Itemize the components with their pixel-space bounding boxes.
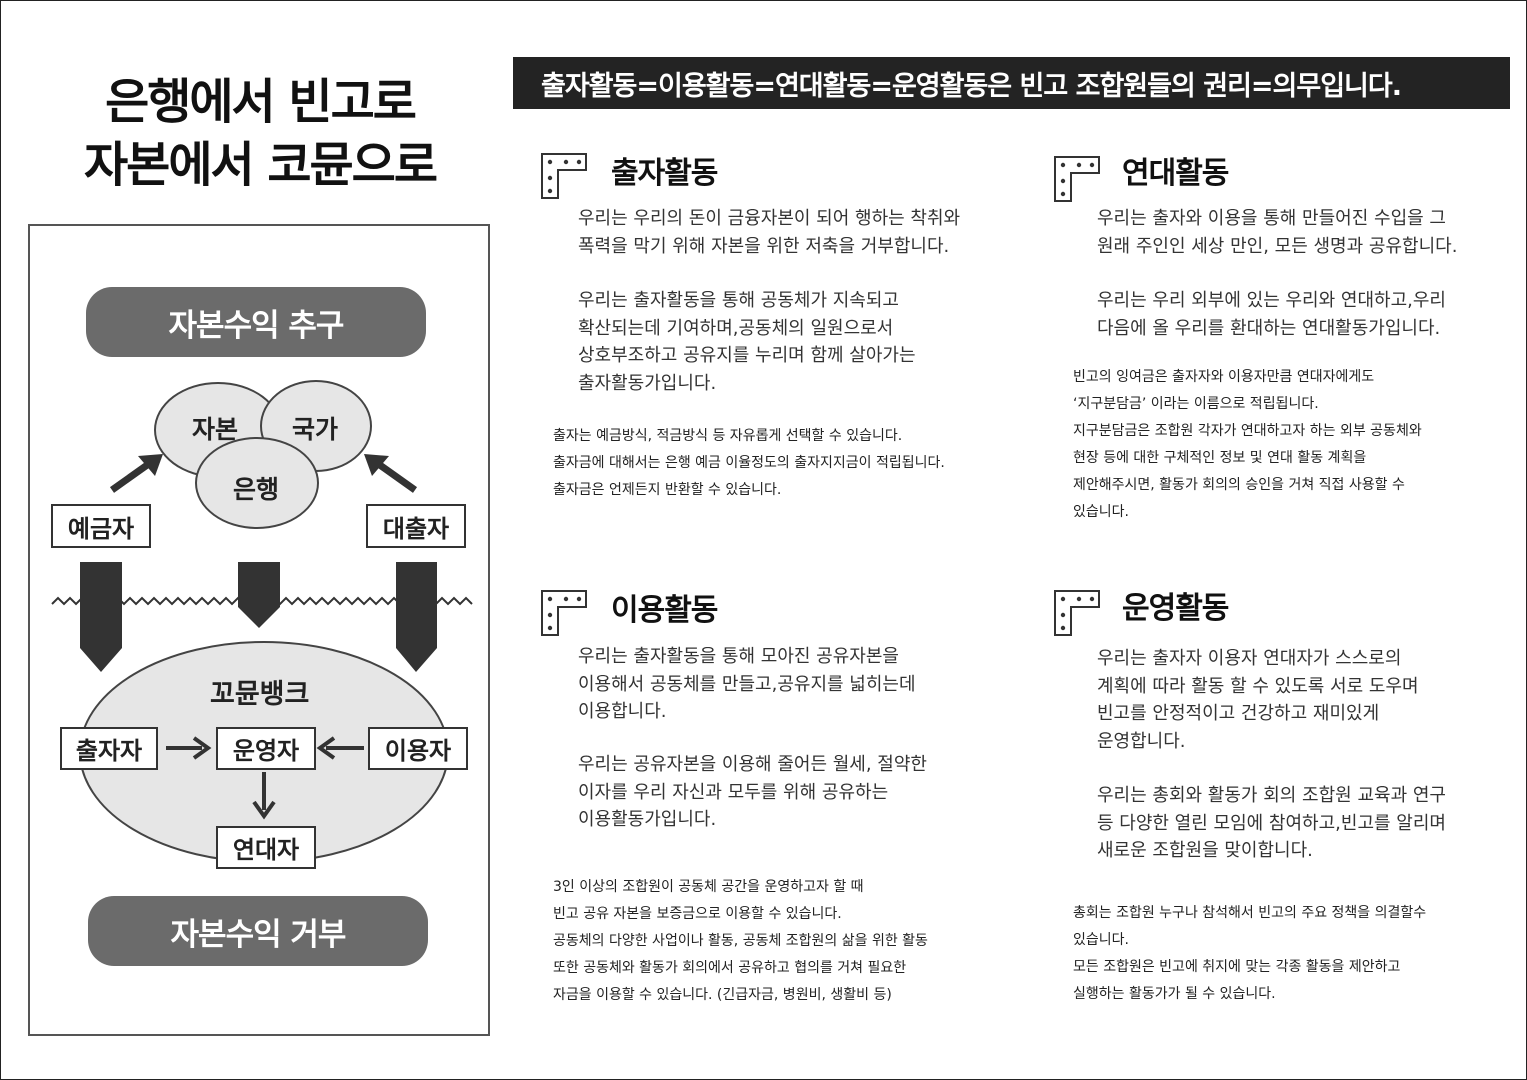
investment-paragraph-1: 우리는 우리의 돈이 금융자본이 되어 행하는 착취와 폭력을 막기 위해 자본…	[578, 208, 961, 257]
operator-box: 운영자	[216, 727, 316, 770]
capital-profit-pursuit-pill: 자본수익 추구	[86, 287, 426, 357]
header-banner: 출자활동=이용활동=연대활동=운영활동은 빈고 조합원들의 권리=의무입니다.	[513, 57, 1510, 109]
depositor-box: 예금자	[51, 504, 151, 548]
operation-title: 운영활동	[1122, 591, 1229, 626]
investment-title: 출자활동	[611, 156, 718, 191]
operation-paragraph-1: 우리는 출자자 이용자 연대자가 스스로의 계획에 따라 활동 할 수 있도록 …	[1097, 648, 1419, 752]
operation-note: 총회는 조합원 누구나 참석해서 빈고의 주요 정책을 의결할수 있습니다. 모…	[1073, 905, 1427, 1002]
diagram-box	[28, 224, 490, 1036]
solidarity-box: 연대자	[216, 826, 316, 869]
investment-note: 출자는 예금방식, 적금방식 등 자유롭게 선택할 수 있습니다. 출자금에 대…	[553, 428, 945, 498]
capital-profit-refusal-pill: 자본수익 거부	[88, 896, 428, 966]
solidarity-note: 빈고의 잉여금은 출자자와 이용자만큼 연대자에게도 ‘지구분담금’ 이라는 이…	[1073, 369, 1422, 520]
state-label: 국가	[292, 415, 339, 444]
solidarity-paragraph-1: 우리는 출자와 이용을 통해 만들어진 수입을 그 원래 주인인 세상 만인, …	[1097, 208, 1458, 257]
usage-paragraph-2: 우리는 공유자본을 이용해 줄어든 월세, 절약한 이자를 우리 자신과 모두를…	[578, 754, 927, 830]
bank-circle	[195, 437, 319, 529]
usage-title: 이용활동	[611, 593, 718, 628]
operation-paragraph-2: 우리는 총회와 활동가 회의 조합원 교육과 연구 등 다양한 열린 모임에 참…	[1097, 785, 1446, 861]
investment-paragraph-2: 우리는 출자활동을 통해 공동체가 지속되고 확산되는데 기여하며,공동체의 일…	[578, 290, 916, 394]
usage-note: 3인 이상의 조합원이 공동체 공간을 운영하고자 할 때 빈고 공유 자본을 …	[553, 879, 928, 1003]
investor-box: 출자자	[60, 727, 158, 770]
solidarity-title: 연대활동	[1122, 156, 1229, 191]
usage-paragraph-1: 우리는 출자활동을 통해 모아진 공유자본을 이용해서 공동체를 만들고,공유지…	[578, 646, 916, 722]
capital-label: 자본	[192, 415, 239, 444]
commune-bank-label: 꼬뮨뱅크	[210, 679, 310, 710]
page-title-line1: 은행에서 빈고로	[105, 74, 417, 130]
corner-bracket-icon	[1054, 156, 1100, 202]
solidarity-paragraph-2: 우리는 우리 외부에 있는 우리와 연대하고,우리 다음에 올 우리를 환대하는…	[1097, 290, 1446, 339]
page-title-line2: 자본에서 코뮨으로	[84, 137, 438, 193]
user-box: 이용자	[368, 727, 468, 770]
corner-bracket-icon	[541, 590, 587, 636]
bank-label: 은행	[233, 475, 280, 504]
corner-bracket-icon	[1054, 590, 1100, 636]
corner-bracket-icon	[541, 153, 587, 199]
borrower-box: 대출자	[366, 504, 466, 548]
